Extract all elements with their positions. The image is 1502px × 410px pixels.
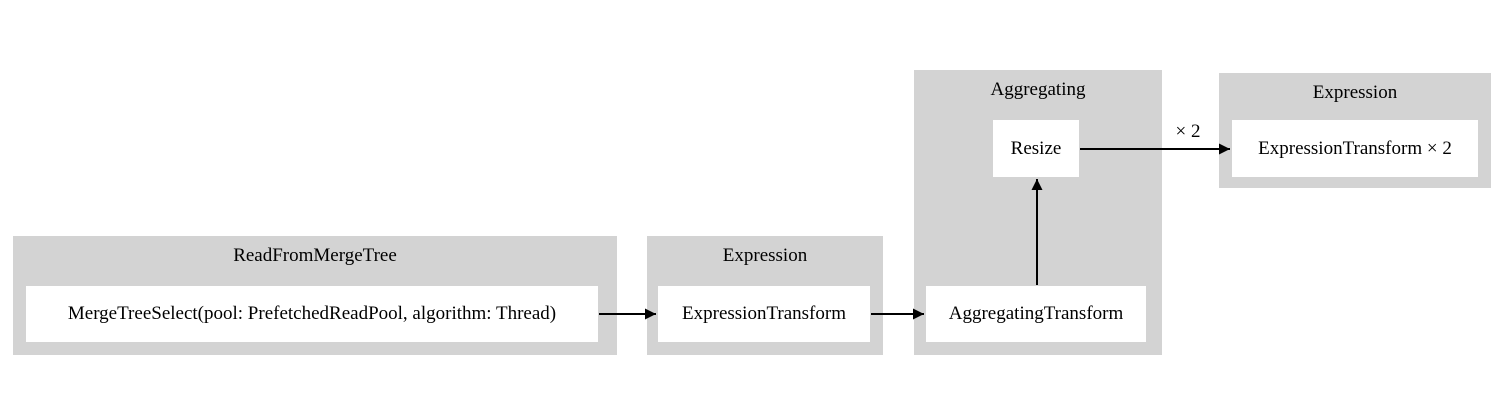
node-resize: Resize [993, 120, 1079, 177]
node-expressiontransform-x2: ExpressionTransform × 2 [1232, 120, 1478, 177]
node-expressiontransform: ExpressionTransform [658, 286, 870, 342]
edge-label-x2: × 2 [1175, 121, 1201, 142]
node-mergetreeselect: MergeTreeSelect(pool: PrefetchedReadPool… [26, 286, 598, 342]
cluster-title: ReadFromMergeTree [233, 245, 397, 266]
cluster-title: Expression [722, 245, 808, 266]
node-aggregatingtransform: AggregatingTransform [926, 286, 1146, 342]
cluster-title: Expression [1312, 82, 1398, 103]
cluster-title: Aggregating [990, 79, 1086, 100]
